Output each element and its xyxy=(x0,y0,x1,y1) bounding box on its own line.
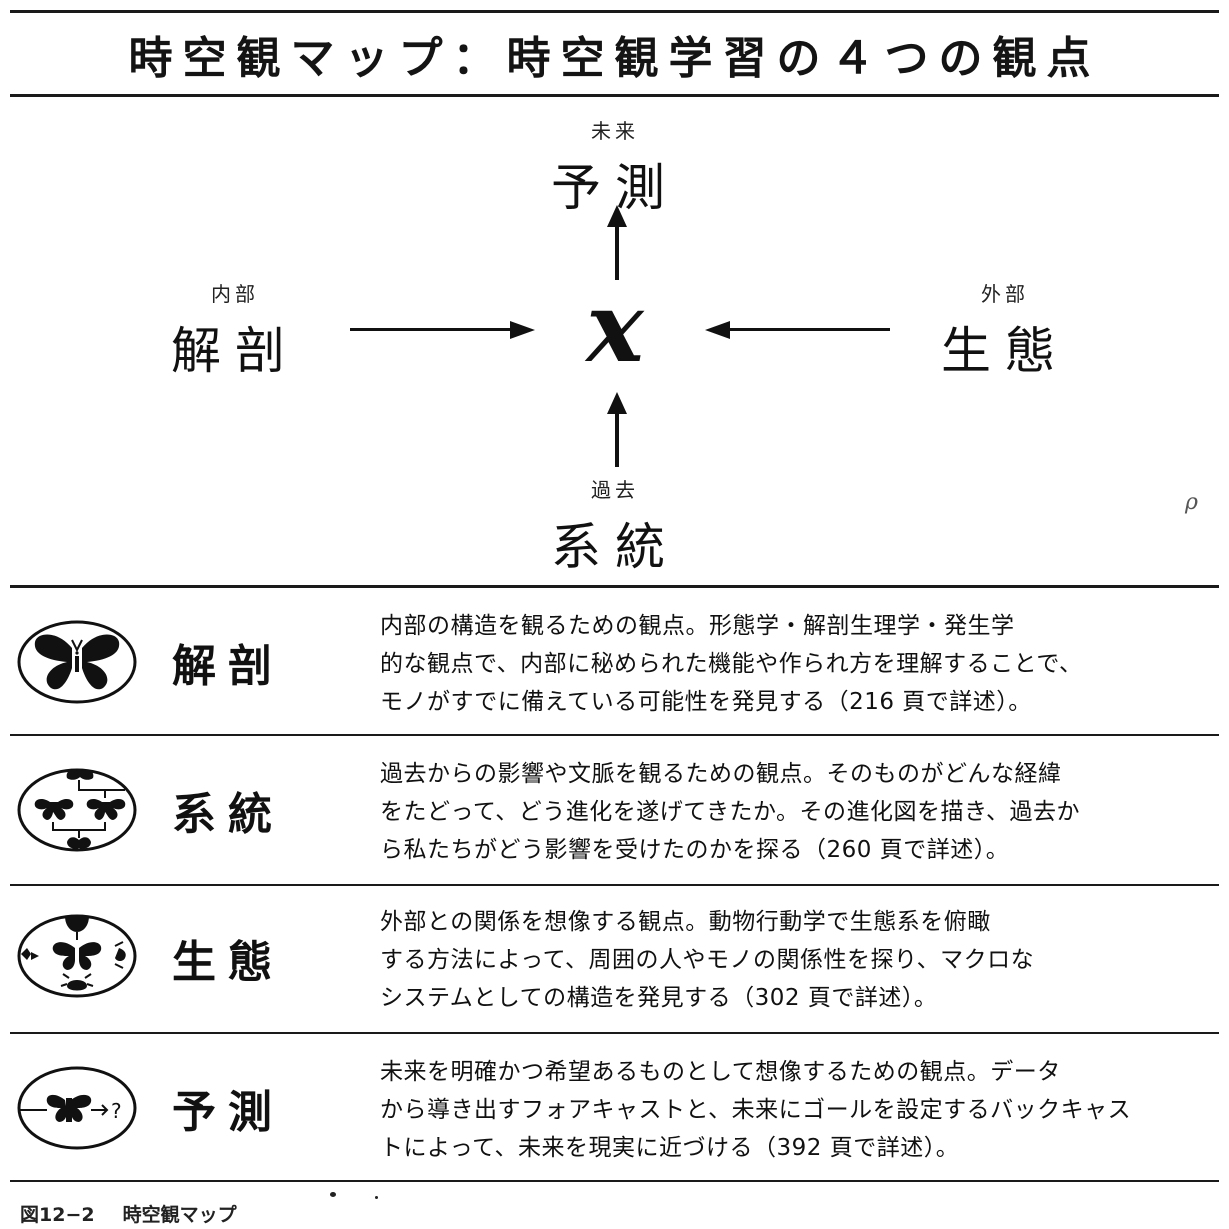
node-future-prediction: 未来 予測 xyxy=(520,115,710,220)
print-speck xyxy=(375,1196,378,1199)
node-main-label: 解剖 xyxy=(171,322,299,380)
node-sub-label: 内部 xyxy=(211,282,259,306)
perspective-label: 系統 xyxy=(172,789,284,840)
description-line: 未来を明確かつ希望あるものとして想像するための観点。データ xyxy=(380,1059,1061,1085)
svg-text:?: ? xyxy=(111,1099,122,1123)
description-line: ら私たちがどう影響を受けたのかを探る（260 頁で詳述）。 xyxy=(380,837,1010,863)
perspective-description: 未来を明確かつ希望あるものとして想像するための観点。データ から導き出すフォアキ… xyxy=(380,1053,1220,1167)
node-internal-anatomy: 内部 解剖 xyxy=(150,278,320,383)
perspective-description: 過去からの影響や文脈を観るための観点。そのものがどんな経緯 をたどって、どう進化… xyxy=(380,755,1220,869)
bottom-rule xyxy=(10,1180,1219,1182)
description-line: トによって、未来を現実に近づける（392 頁で詳述）。 xyxy=(380,1135,960,1161)
node-external-ecology: 外部 生態 xyxy=(920,278,1090,383)
arrow-up-from-past-icon xyxy=(607,392,627,467)
perspective-label: 予測 xyxy=(172,1087,284,1138)
description-line: する方法によって、周囲の人やモノの関係性を探り、マクロな xyxy=(380,947,1035,973)
node-sub-label: 過去 xyxy=(591,478,639,502)
description-line: 過去からの影響や文脈を観るための観点。そのものがどんな経緯 xyxy=(380,761,1062,787)
butterfly-forecast-icon: ? xyxy=(17,1066,137,1150)
node-sub-label: 未来 xyxy=(591,119,639,143)
diagram-bottom-rule xyxy=(10,585,1219,588)
figure-caption-text: 時空観マップ xyxy=(122,1204,237,1226)
page-title: 時空観マップ：時空観学習の４つの観点 xyxy=(128,33,1101,84)
top-rule xyxy=(10,10,1219,13)
description-line: 外部との関係を想像する観点。動物行動学で生態系を俯瞰 xyxy=(380,909,991,935)
butterfly-lineage-icon xyxy=(17,768,137,852)
perspective-row-anatomy: 解剖 内部の構造を観るための観点。形態学・解剖生理学・発生学 的な観点で、内部に… xyxy=(0,590,1229,730)
node-sub-label: 外部 xyxy=(981,282,1029,306)
center-variable-x: x xyxy=(586,271,644,384)
description-line: システムとしての構造を発見する（302 頁で詳述）。 xyxy=(380,985,938,1011)
figure-caption: 図12−2 時空観マップ xyxy=(20,1200,237,1227)
arrow-right-icon xyxy=(350,321,535,339)
perspective-label: 解剖 xyxy=(172,641,284,692)
description-line: から導き出すフォアキャストと、未来にゴールを設定するバックキャス xyxy=(380,1097,1132,1123)
butterfly-anatomy-icon xyxy=(17,620,137,704)
figure-number: 図12−2 xyxy=(20,1204,95,1226)
perspective-description: 内部の構造を観るための観点。形態学・解剖生理学・発生学 的な観点で、内部に秘めら… xyxy=(380,607,1220,721)
perspective-description: 外部との関係を想像する観点。動物行動学で生態系を俯瞰 する方法によって、周囲の人… xyxy=(380,903,1220,1017)
row-divider xyxy=(10,1032,1219,1034)
butterfly-ecology-icon xyxy=(17,914,137,998)
row-divider xyxy=(10,734,1219,736)
perspective-row-forecast: ? 予測 未来を明確かつ希望あるものとして想像するための観点。データ から導き出… xyxy=(0,1036,1229,1176)
node-main-label: 生態 xyxy=(941,322,1069,380)
title-bottom-rule xyxy=(10,94,1219,97)
description-line: をたどって、どう進化を遂げてきたか。その進化図を描き、過去か xyxy=(380,799,1080,825)
perspective-row-ecology: 生態 外部との関係を想像する観点。動物行動学で生態系を俯瞰 する方法によって、周… xyxy=(0,886,1229,1026)
pen-mark: ρ xyxy=(1185,490,1198,515)
perspective-row-lineage: 系統 過去からの影響や文脈を観るための観点。そのものがどんな経緯 をたどって、ど… xyxy=(0,738,1229,878)
print-speck xyxy=(330,1192,336,1197)
description-line: 内部の構造を観るための観点。形態学・解剖生理学・発生学 xyxy=(380,613,1015,639)
node-main-label: 系統 xyxy=(551,518,679,576)
description-line: 的な観点で、内部に秘められた機能や作られ方を理解することで、 xyxy=(380,651,1083,677)
node-main-label: 予測 xyxy=(551,159,679,217)
perspective-label: 生態 xyxy=(172,937,284,988)
arrow-left-icon xyxy=(705,321,890,339)
arrow-up-icon xyxy=(607,205,627,280)
node-past-lineage: 過去 系統 xyxy=(520,474,710,579)
row-divider xyxy=(10,884,1219,886)
description-line: モノがすでに備えている可能性を発見する（216 頁で詳述）。 xyxy=(380,689,1032,715)
